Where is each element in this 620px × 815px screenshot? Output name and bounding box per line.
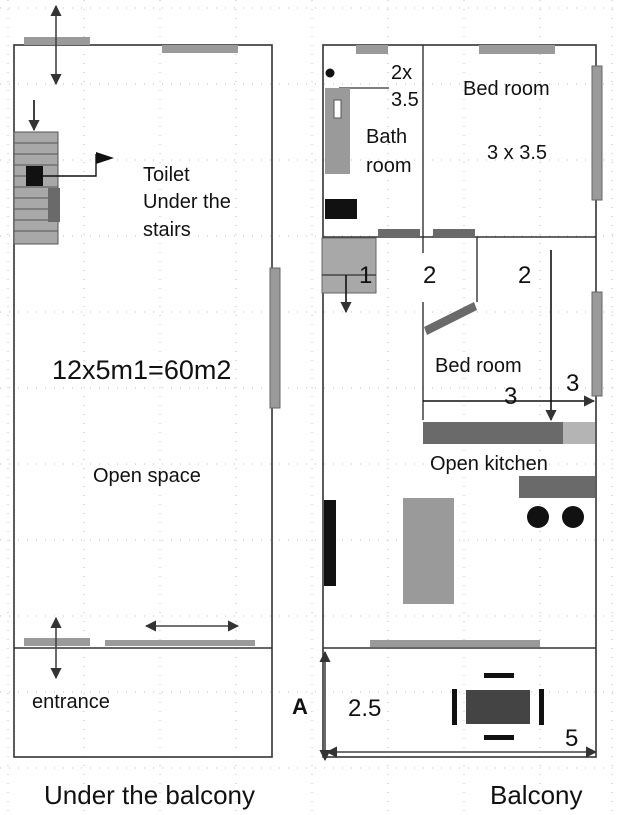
drain-icon [325, 68, 335, 78]
kitchen-counter [423, 422, 563, 444]
toilet-marker-square [26, 166, 43, 186]
chair-top-icon [484, 673, 514, 678]
bedroom-mark-3a: 3 [504, 383, 517, 410]
axis-a-label: A [292, 694, 308, 719]
bedroom-top-label: Bed room [463, 78, 550, 100]
bedroom-door [433, 229, 475, 237]
balcony-width-label: 2.5 [348, 695, 381, 722]
balcony-length-label: 5 [565, 725, 578, 752]
window-bottom-wide [105, 640, 255, 646]
right-floor-plan: 2x 3.5 Bath room Bed room 3 x 3.5 1 2 2 … [292, 44, 603, 810]
right-window-bottom [370, 640, 540, 647]
chair-right-icon [539, 689, 544, 725]
toilet-label-line-2: Under the [143, 191, 231, 213]
stair-landing [321, 237, 377, 294]
window-right-side [269, 267, 281, 409]
stove-burner-right-icon [562, 506, 584, 528]
wall-cabinet [324, 500, 336, 586]
stove-burner-left-icon [527, 506, 549, 528]
toilet-label-line-3: stairs [143, 219, 191, 241]
corridor-mark-2b: 2 [518, 262, 531, 289]
left-floor-plan: Toilet Under the stairs 12x5m1=60m2 Open… [13, 4, 281, 810]
left-plan-caption: Under the balcony [44, 780, 255, 810]
window-top-left [24, 37, 90, 45]
kitchen-counter-end [563, 422, 595, 444]
area-label: 12x5m1=60m2 [52, 355, 231, 385]
bedroom-mid-label: Bed room [435, 355, 522, 377]
stove-counter [519, 476, 595, 498]
staircase [13, 131, 60, 245]
bath-room-label-line-2: room [366, 155, 412, 177]
right-plan-caption: Balcony [490, 780, 583, 810]
open-kitchen-label: Open kitchen [430, 453, 548, 475]
bath-size-line-2: 3.5 [391, 89, 419, 111]
bath-room-label-line-1: Bath [366, 126, 407, 148]
bath-sink [325, 199, 357, 219]
stair-mark-1: 1 [359, 262, 372, 289]
right-window-top-1 [356, 45, 388, 54]
right-window-top-2 [479, 45, 555, 54]
bathtub-drain-icon [333, 99, 342, 119]
bedroom-mark-3b: 3 [566, 370, 579, 397]
bath-door [378, 229, 420, 237]
kitchen-island [403, 498, 454, 604]
chair-left-icon [452, 689, 457, 725]
entrance-label: entrance [32, 691, 110, 713]
right-window-side-mid [591, 291, 603, 397]
window-bottom-left [24, 638, 90, 646]
mid-bedroom-door [424, 302, 477, 335]
corridor-mark-2a: 2 [423, 262, 436, 289]
chair-bottom-icon [484, 735, 514, 740]
window-top-right [162, 45, 238, 53]
toilet-label-line-1: Toilet [143, 164, 190, 186]
bath-size-line-1: 2x [391, 62, 412, 84]
bedroom-top-size-label: 3 x 3.5 [487, 142, 547, 164]
open-space-label: Open space [93, 465, 201, 487]
right-window-side-top [591, 65, 603, 201]
balcony-table [466, 690, 530, 724]
flag-icon [96, 152, 114, 164]
